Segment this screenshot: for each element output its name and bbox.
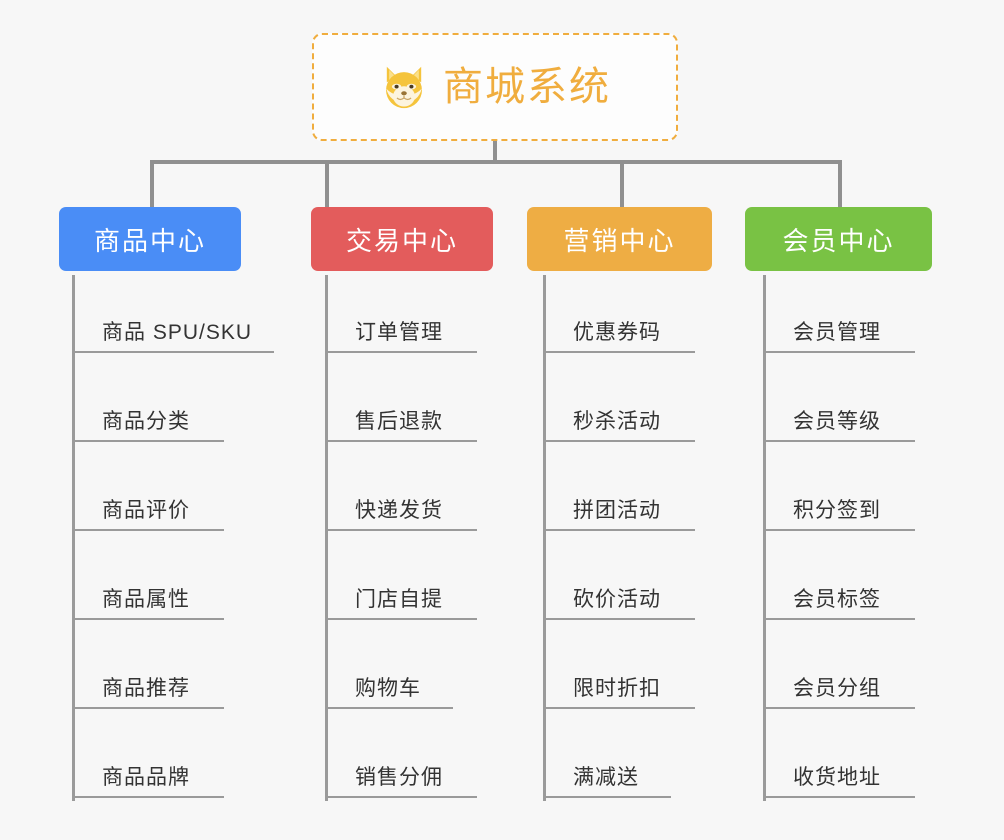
leaf-underline bbox=[325, 529, 477, 531]
column-spine-marketing-center bbox=[543, 275, 546, 801]
category-box-marketing-center[interactable]: 营销中心 bbox=[527, 207, 712, 271]
leaf-label: 秒杀活动 bbox=[573, 410, 661, 433]
leaf-item[interactable]: 砍价活动 bbox=[543, 572, 695, 620]
shiba-dog-icon bbox=[386, 66, 422, 109]
leaf-item[interactable]: 会员标签 bbox=[763, 572, 915, 620]
leaf-label: 砍价活动 bbox=[573, 588, 661, 611]
leaf-underline bbox=[325, 351, 477, 353]
leaf-label: 会员管理 bbox=[793, 321, 881, 344]
leaf-underline bbox=[543, 351, 695, 353]
leaf-label: 订单管理 bbox=[355, 321, 443, 344]
leaf-item[interactable]: 商品推荐 bbox=[72, 661, 224, 709]
leaf-item[interactable]: 会员等级 bbox=[763, 394, 915, 442]
drop-connector-trade-center bbox=[325, 160, 329, 207]
root-node-card[interactable]: 商城系统 bbox=[312, 33, 678, 141]
leaf-label: 优惠券码 bbox=[573, 321, 661, 344]
leaf-underline bbox=[763, 707, 915, 709]
column-spine-trade-center bbox=[325, 275, 328, 801]
leaf-item[interactable]: 快递发货 bbox=[325, 483, 477, 531]
leaf-label: 收货地址 bbox=[793, 766, 881, 789]
leaf-label: 会员等级 bbox=[793, 410, 881, 433]
category-label: 商品中心 bbox=[93, 225, 206, 256]
category-label: 会员中心 bbox=[782, 225, 895, 256]
leaf-label: 购物车 bbox=[355, 677, 421, 700]
leaf-item[interactable]: 商品 SPU/SKU bbox=[72, 305, 274, 353]
leaf-underline bbox=[325, 618, 477, 620]
leaf-item[interactable]: 商品评价 bbox=[72, 483, 224, 531]
leaf-label: 快递发货 bbox=[355, 499, 443, 522]
leaf-underline bbox=[72, 529, 224, 531]
leaf-item[interactable]: 门店自提 bbox=[325, 572, 477, 620]
leaf-item[interactable]: 商品属性 bbox=[72, 572, 224, 620]
leaf-item[interactable]: 拼团活动 bbox=[543, 483, 695, 531]
leaf-item[interactable]: 秒杀活动 bbox=[543, 394, 695, 442]
drop-connector-member-center bbox=[838, 160, 842, 207]
leaf-underline bbox=[325, 796, 477, 798]
leaf-underline bbox=[763, 351, 915, 353]
category-box-member-center[interactable]: 会员中心 bbox=[745, 207, 932, 271]
root-title: 商城系统 bbox=[443, 65, 611, 109]
leaf-item[interactable]: 积分签到 bbox=[763, 483, 915, 531]
leaf-underline bbox=[543, 796, 671, 798]
leaf-label: 积分签到 bbox=[793, 499, 881, 522]
leaf-underline bbox=[763, 618, 915, 620]
leaf-label: 商品评价 bbox=[102, 499, 190, 522]
leaf-underline bbox=[543, 529, 695, 531]
drop-connector-product-center bbox=[150, 160, 154, 207]
leaf-label: 商品分类 bbox=[102, 410, 190, 433]
leaf-underline bbox=[325, 707, 453, 709]
leaf-item[interactable]: 售后退款 bbox=[325, 394, 477, 442]
leaf-item[interactable]: 购物车 bbox=[325, 661, 453, 709]
leaf-label: 商品推荐 bbox=[102, 677, 190, 700]
leaf-underline bbox=[763, 440, 915, 442]
leaf-item[interactable]: 商品品牌 bbox=[72, 750, 224, 798]
leaf-item[interactable]: 收货地址 bbox=[763, 750, 915, 798]
leaf-label: 商品 SPU/SKU bbox=[102, 321, 253, 344]
leaf-item[interactable]: 会员管理 bbox=[763, 305, 915, 353]
leaf-label: 满减送 bbox=[573, 766, 639, 789]
category-label: 交易中心 bbox=[345, 225, 458, 256]
leaf-underline bbox=[72, 707, 224, 709]
column-spine-product-center bbox=[72, 275, 75, 801]
leaf-underline bbox=[72, 618, 224, 620]
leaf-underline bbox=[543, 618, 695, 620]
leaf-label: 门店自提 bbox=[355, 588, 443, 611]
leaf-item[interactable]: 优惠券码 bbox=[543, 305, 695, 353]
category-box-product-center[interactable]: 商品中心 bbox=[59, 207, 241, 271]
leaf-item[interactable]: 会员分组 bbox=[763, 661, 915, 709]
root-stem-connector bbox=[493, 141, 497, 162]
leaf-item[interactable]: 限时折扣 bbox=[543, 661, 695, 709]
leaf-label: 限时折扣 bbox=[573, 677, 661, 700]
leaf-label: 销售分佣 bbox=[355, 766, 443, 789]
leaf-label: 售后退款 bbox=[355, 410, 443, 433]
leaf-underline bbox=[72, 351, 274, 353]
leaf-item[interactable]: 商品分类 bbox=[72, 394, 224, 442]
leaf-label: 商品属性 bbox=[102, 588, 190, 611]
leaf-label: 会员分组 bbox=[793, 677, 881, 700]
leaf-underline bbox=[543, 440, 695, 442]
category-box-trade-center[interactable]: 交易中心 bbox=[311, 207, 493, 271]
leaf-underline bbox=[763, 529, 915, 531]
leaf-underline bbox=[543, 707, 695, 709]
horizontal-bus-connector bbox=[150, 160, 842, 164]
leaf-label: 会员标签 bbox=[793, 588, 881, 611]
leaf-item[interactable]: 销售分佣 bbox=[325, 750, 477, 798]
leaf-item[interactable]: 订单管理 bbox=[325, 305, 477, 353]
drop-connector-marketing-center bbox=[620, 160, 624, 207]
leaf-label: 拼团活动 bbox=[573, 499, 661, 522]
leaf-label: 商品品牌 bbox=[102, 766, 190, 789]
category-label: 营销中心 bbox=[563, 225, 676, 256]
column-spine-member-center bbox=[763, 275, 766, 801]
leaf-underline bbox=[72, 440, 224, 442]
leaf-item[interactable]: 满减送 bbox=[543, 750, 671, 798]
leaf-underline bbox=[72, 796, 224, 798]
leaf-underline bbox=[325, 440, 477, 442]
leaf-underline bbox=[763, 796, 915, 798]
